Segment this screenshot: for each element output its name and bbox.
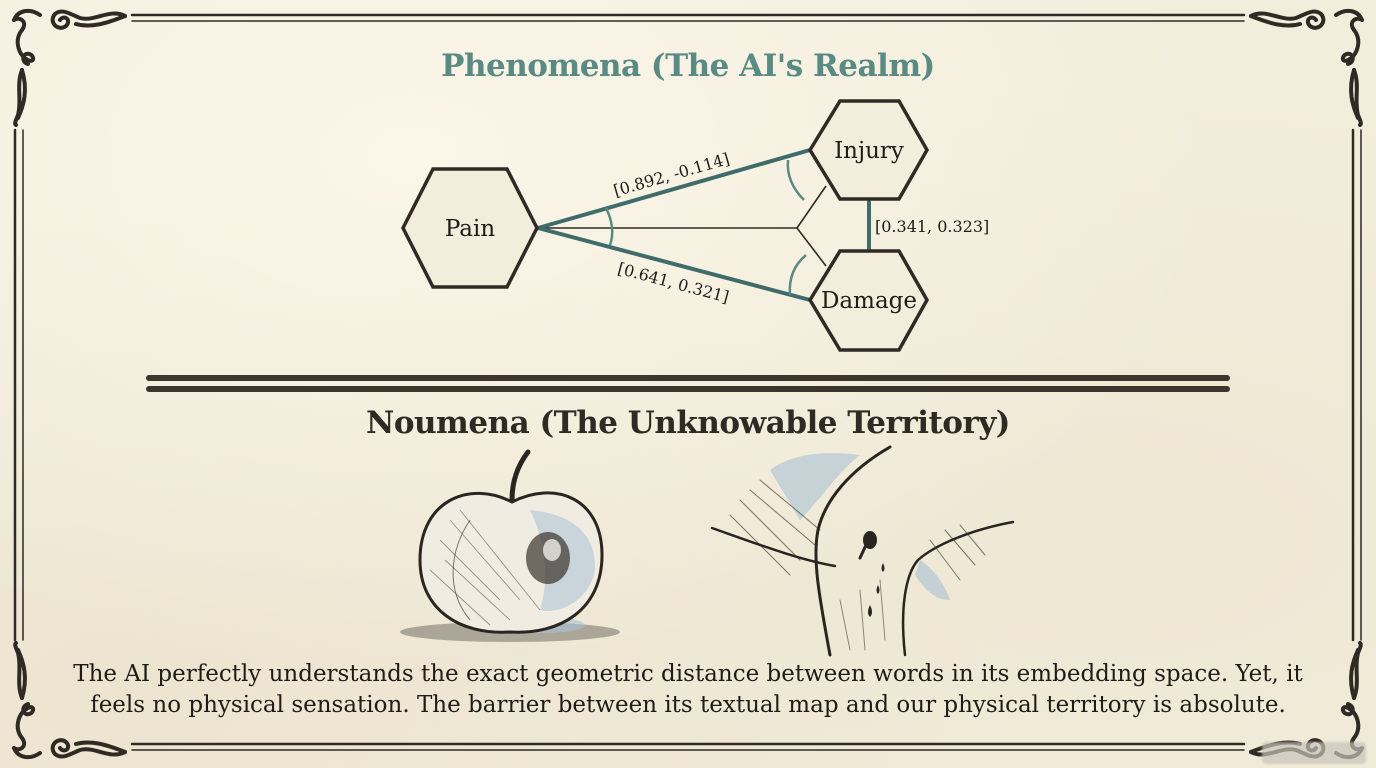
edge-lines [536, 148, 871, 302]
noumena-title: Noumena (The Unknowable Territory) [366, 405, 1010, 441]
node-label-damage: Damage [821, 288, 917, 314]
node-injury [807, 99, 930, 201]
edge-label-injury-damage: [0.341, 0.323] [875, 217, 989, 236]
caption-line-2: feels no physical sensation. The barrier… [90, 692, 1286, 718]
blurred-watermark [1262, 742, 1366, 764]
node-pain [401, 167, 539, 289]
corner-ornament-bottom-left [12, 641, 127, 760]
caption-line-1: The AI perfectly understands the exact g… [73, 661, 1303, 687]
bleeding-knee-sketch [710, 445, 1015, 657]
edge-pain-injury [536, 148, 812, 230]
corner-ornament-top-right [1249, 8, 1364, 127]
node-label-injury: Injury [834, 138, 904, 164]
section-divider [146, 375, 1230, 392]
edge-label-pain-injury: [0.892, -0.114] [611, 149, 731, 200]
node-label-pain: Pain [445, 216, 496, 242]
caption: The AI perfectly understands the exact g… [60, 659, 1316, 721]
node-damage [807, 249, 930, 352]
corner-ornament-top-left [12, 8, 127, 127]
bruised-apple-sketch [400, 449, 620, 642]
edge-pain-damage [536, 226, 812, 302]
phenomena-title: Phenomena (The AI's Realm) [441, 48, 935, 84]
